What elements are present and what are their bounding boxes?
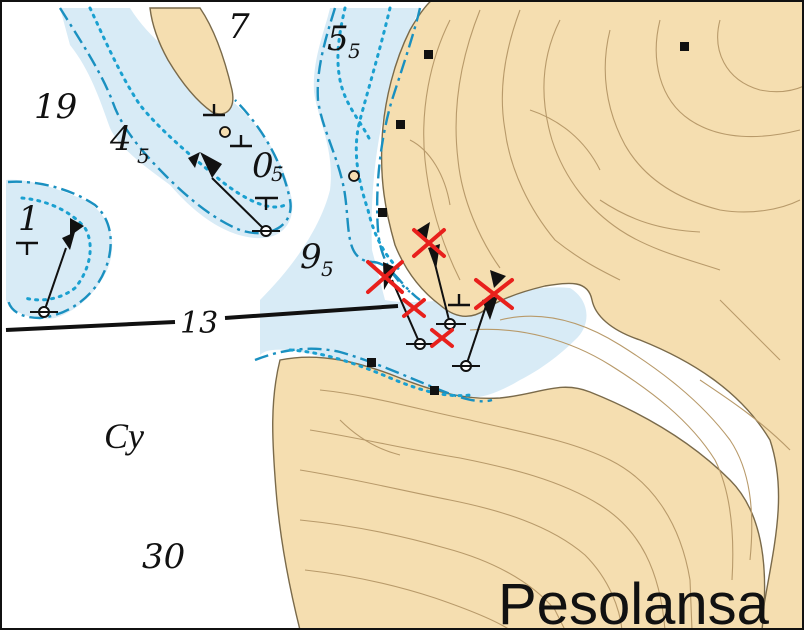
- sounding-9-fraction: 5: [321, 257, 334, 281]
- seabed-label: Cy: [104, 416, 144, 456]
- sounding-4-fraction: 5: [137, 144, 150, 168]
- sounding-4: 4: [109, 119, 132, 159]
- danger-cross-icon: [412, 228, 446, 258]
- upper-land-mass: [380, 0, 804, 630]
- buildings: [367, 42, 689, 395]
- rock-icon: [230, 135, 252, 148]
- rock-icon: [255, 196, 278, 210]
- islet-top-left: [149, 7, 234, 115]
- depth-contours: [6, 6, 493, 403]
- leading-line-east: [224, 304, 399, 320]
- beacon-icon: [188, 152, 280, 237]
- sounding-0-fraction: 5: [271, 162, 284, 186]
- rock-icon: [16, 241, 38, 255]
- rocks: [219, 126, 360, 182]
- sounding-19: 19: [34, 87, 77, 127]
- rock-icon: [448, 294, 470, 307]
- leading-line-depth: 13: [180, 306, 218, 341]
- soundings: 19 4 5 0 5 5 5 9 5 1 7 30: [18, 7, 361, 577]
- shallow-left-islet: [6, 179, 113, 319]
- sounding-0: 0: [252, 146, 274, 186]
- land-contours: [299, 9, 804, 630]
- beacon-icon: [414, 222, 466, 330]
- leading-line: 13: [5, 304, 399, 341]
- beacon-icon: [452, 270, 506, 372]
- place-name: Pesolansa: [498, 572, 770, 630]
- building-icon: [396, 120, 405, 129]
- sounding-7: 7: [228, 7, 250, 47]
- sounding-9: 9: [300, 237, 322, 277]
- danger-cross-icon: [366, 260, 404, 294]
- building-icon: [367, 358, 376, 367]
- danger-cross-icon: [430, 328, 454, 348]
- building-icon: [680, 42, 689, 51]
- leading-line-west: [5, 320, 176, 332]
- danger-cross-icon: [474, 278, 514, 310]
- building-icon: [430, 386, 439, 395]
- sounding-30: 30: [142, 537, 185, 577]
- rock-icon: [203, 104, 225, 117]
- rock-icon: [348, 170, 360, 182]
- danger-crosses: [366, 228, 514, 348]
- beacon-icon: [30, 218, 84, 318]
- sounding-5: 5: [327, 19, 349, 59]
- beacons: [30, 152, 506, 372]
- sounding-5-fraction: 5: [348, 39, 361, 63]
- underwater-rocks: [16, 104, 470, 307]
- building-icon: [378, 208, 387, 217]
- building-icon: [424, 50, 433, 59]
- lower-land-mass: [272, 356, 766, 630]
- sounding-1: 1: [18, 199, 40, 239]
- danger-cross-icon: [402, 298, 426, 318]
- land-areas: [149, 0, 804, 630]
- rock-icon: [219, 126, 231, 138]
